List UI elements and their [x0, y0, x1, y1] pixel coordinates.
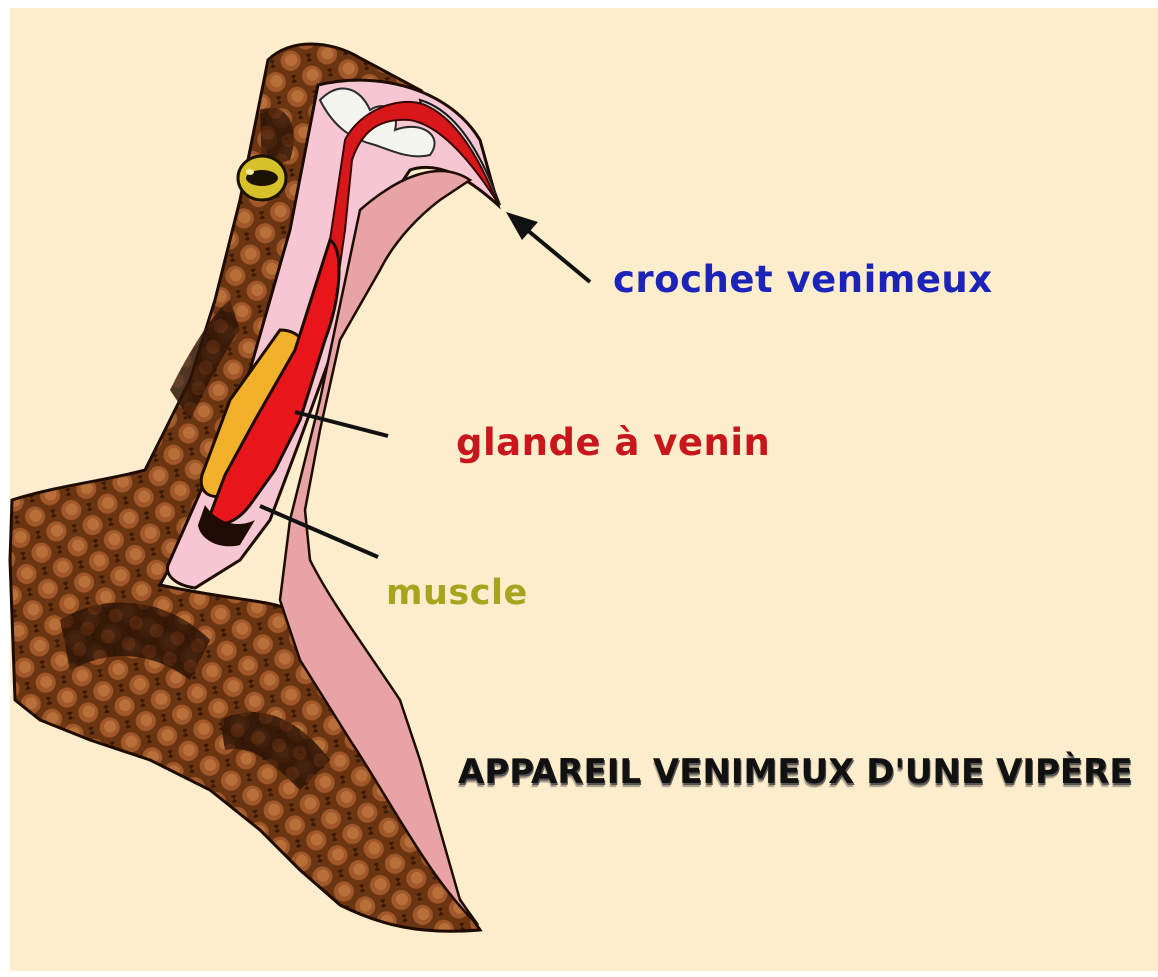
- label-venom-gland: glande à venin: [456, 421, 770, 464]
- diagram-title: APPAREIL VENIMEUX D'UNE VIPÈRE: [458, 752, 1133, 792]
- pointer-to-gland: [295, 412, 388, 436]
- pointer-to-muscle: [260, 506, 378, 557]
- label-venom-fang: crochet venimeux: [613, 258, 993, 301]
- label-muscle: muscle: [386, 573, 528, 613]
- arrow-to-fang: [520, 224, 590, 282]
- eye-icon: [238, 156, 286, 200]
